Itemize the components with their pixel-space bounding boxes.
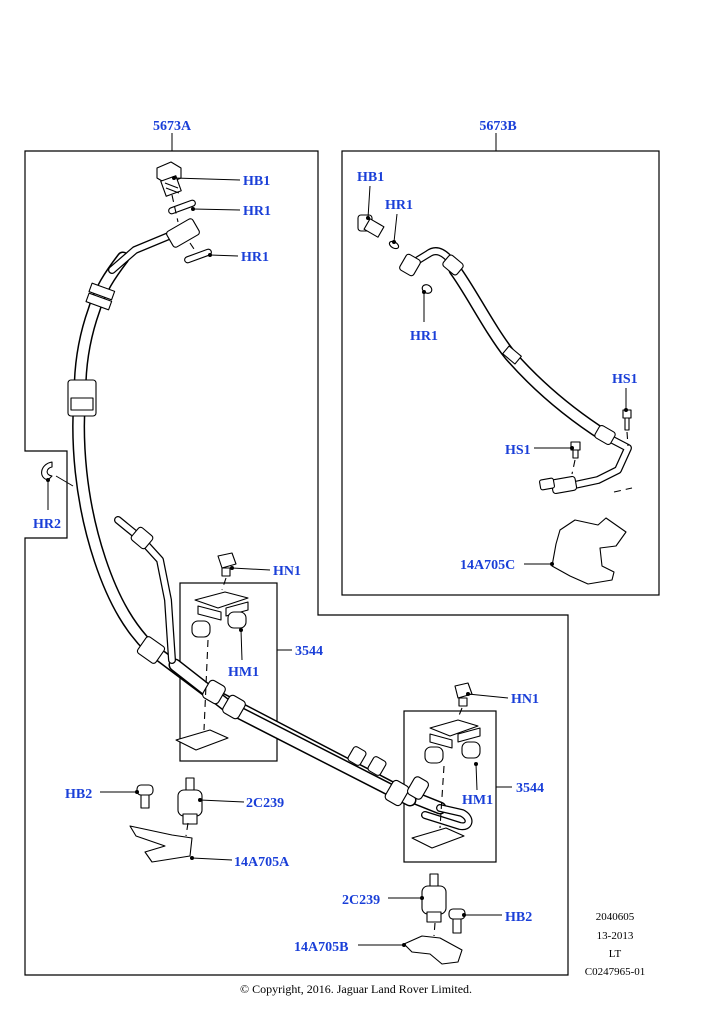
callout-hr1-right-a: HR1 — [385, 198, 413, 213]
callout-hb1-right: HB1 — [357, 170, 384, 185]
callout-hm1-b: HM1 — [462, 793, 493, 808]
screw-hs1-right-b — [570, 441, 581, 459]
banjo-bolt-hb1-left — [156, 161, 182, 197]
assembly-label-5673a: 5673A — [153, 119, 192, 134]
callout-kit-3544-b: 3544 — [516, 781, 544, 796]
callout-hr1-left-b: HR1 — [241, 250, 269, 265]
clamp-kit-a — [175, 552, 249, 751]
callout-hs1-right-a: HS1 — [612, 372, 638, 387]
callout-hm1-a: HM1 — [228, 665, 259, 680]
bracket-14a705c — [551, 517, 627, 585]
assembly-frame-5673a — [24, 150, 569, 976]
callout-hr1-left-a: HR1 — [243, 204, 271, 219]
callout-14a705a: 14A705A — [234, 855, 290, 870]
callout-hb2-b: HB2 — [505, 910, 532, 925]
callout-2c239-b: 2C239 — [342, 893, 380, 908]
screw-hs1-right-a — [622, 409, 632, 431]
reference-illustration-id: C0247965-01 — [585, 966, 646, 978]
callout-hn1-a: HN1 — [273, 564, 301, 579]
pressure-hose-5673a — [67, 229, 473, 831]
pressure-hose-5673b — [399, 247, 632, 495]
callout-2c239-a: 2C239 — [246, 796, 284, 811]
banjo-bolt-hb1-right — [357, 214, 385, 238]
bracket-14a705b — [403, 935, 463, 965]
assembly-frame-5673b — [341, 150, 660, 596]
isolator-2c239-b — [421, 873, 447, 923]
isolator-2c239-a — [177, 777, 203, 825]
callout-hr1-right-b: HR1 — [410, 329, 438, 344]
bolt-hb2-a — [136, 784, 154, 809]
bracket-14a705a — [129, 825, 193, 863]
reference-code: 2040605 — [596, 911, 635, 923]
clip-hr2 — [41, 461, 53, 481]
callout-hb1-left: HB1 — [243, 174, 270, 189]
callout-14a705c: 14A705C — [460, 558, 515, 573]
callout-hs1-right-b: HS1 — [505, 443, 531, 458]
callout-hr2: HR2 — [33, 517, 61, 532]
callout-hb2-a: HB2 — [65, 787, 92, 802]
callout-hn1-b: HN1 — [511, 692, 539, 707]
callout-kit-3544-a: 3544 — [295, 644, 323, 659]
reference-lang: LT — [609, 948, 622, 960]
callout-14a705b: 14A705B — [294, 940, 348, 955]
bolt-hb2-b — [448, 908, 466, 934]
hose-end-fitting-left — [166, 218, 200, 248]
reference-date: 13-2013 — [597, 930, 634, 942]
seal-washer-hr1-left-a — [168, 199, 196, 215]
assembly-label-5673b: 5673B — [479, 119, 516, 134]
seal-washer-hr1-left-b — [184, 248, 212, 264]
copyright-notice: © Copyright, 2016. Jaguar Land Rover Lim… — [240, 982, 472, 996]
